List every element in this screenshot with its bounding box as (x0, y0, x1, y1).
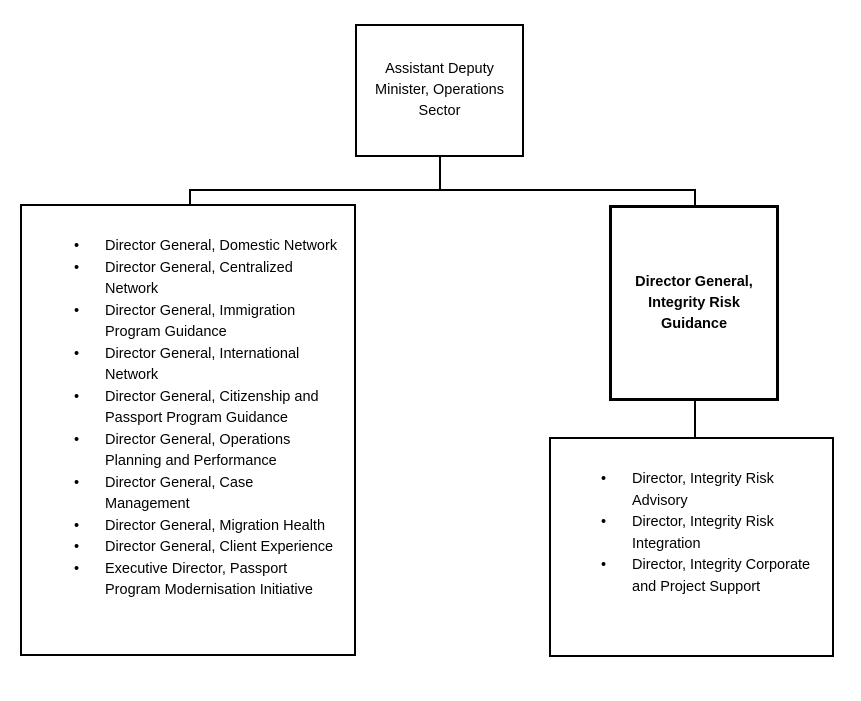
bullet-icon: • (74, 259, 80, 276)
list-item: • Director, Integrity Risk Integration (601, 512, 818, 555)
list-item: • Director General, Client Experience (74, 537, 340, 559)
list-item: • Director General, Immigration Program … (74, 301, 340, 344)
bullet-icon: • (601, 514, 607, 530)
list-item-label: Director, Integrity Risk Integration (632, 514, 774, 552)
directors-general-bullet-list: • Director General, Domestic Network • D… (74, 236, 340, 602)
bullet-icon: • (74, 517, 80, 534)
node-director-general-integrity-risk-guidance: Director General, Integrity Risk Guidanc… (609, 205, 779, 401)
list-item-label: Director General, Case Management (105, 474, 254, 513)
list-item: • Director, Integrity Corporate and Proj… (601, 555, 818, 598)
list-item-label: Director General, Client Experience (105, 539, 334, 555)
list-item: • Director General, Centralized Network (74, 258, 340, 301)
bullet-icon: • (74, 560, 80, 577)
node-director-general-integrity-risk-guidance-label: Director General, Integrity Risk Guidanc… (635, 273, 753, 332)
node-assistant-deputy-minister-label: Assistant Deputy Minister, Operations Se… (375, 61, 504, 119)
list-item-label: Director General, International Network (105, 345, 300, 384)
node-integrity-risk-directors-list: • Director, Integrity Risk Advisory • Di… (549, 437, 834, 657)
list-item: • Director General, Migration Health (74, 516, 340, 538)
list-item: • Director General, Case Management (74, 473, 340, 516)
bullet-icon: • (74, 539, 80, 555)
list-item-label: Director General, Citizenship and Passpo… (105, 388, 319, 427)
list-item: • Executive Director, Passport Program M… (74, 559, 340, 602)
list-item-label: Director General, Centralized Network (105, 259, 293, 298)
list-item-label: Director, Integrity Risk Advisory (632, 471, 774, 509)
list-item: • Director General, International Networ… (74, 344, 340, 387)
list-item-label: Executive Director, Passport Program Mod… (105, 560, 313, 599)
list-item-label: Director, Integrity Corporate and Projec… (632, 557, 811, 595)
list-item: • Director General, Citizenship and Pass… (74, 387, 340, 430)
connector-integrity-to-directors (694, 401, 696, 437)
list-item-label: Director General, Immigration Program Gu… (105, 302, 296, 341)
node-directors-general-list: • Director General, Domestic Network • D… (20, 204, 356, 656)
connector-root-stem (439, 157, 441, 190)
bullet-icon: • (74, 431, 80, 448)
bullet-icon: • (74, 474, 80, 491)
list-item-label: Director General, Operations Planning an… (105, 431, 291, 470)
list-item: • Director General, Domestic Network (74, 236, 340, 258)
bullet-icon: • (601, 471, 607, 487)
bullet-icon: • (74, 388, 80, 405)
list-item: • Director General, Operations Planning … (74, 430, 340, 473)
integrity-risk-directors-bullet-list: • Director, Integrity Risk Advisory • Di… (601, 469, 818, 598)
connector-drop-right-branch (694, 189, 696, 206)
bullet-icon: • (74, 302, 80, 319)
bullet-icon: • (74, 345, 80, 362)
node-assistant-deputy-minister: Assistant Deputy Minister, Operations Se… (355, 24, 524, 157)
connector-horizontal-bar (189, 189, 696, 191)
connector-drop-left-branch (189, 189, 191, 205)
list-item: • Director, Integrity Risk Advisory (601, 469, 818, 512)
list-item-label: Director General, Migration Health (105, 517, 326, 534)
bullet-icon: • (601, 557, 607, 573)
list-item-label: Director General, Domestic Network (105, 238, 338, 254)
bullet-icon: • (74, 238, 80, 254)
